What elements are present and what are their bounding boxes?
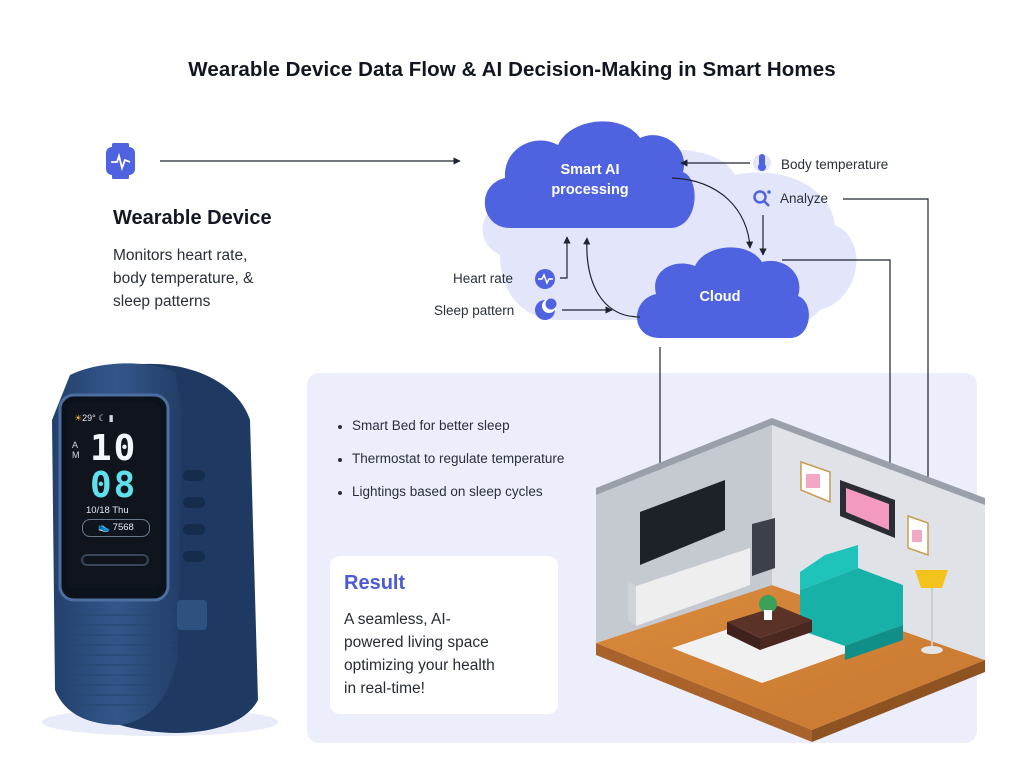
sleep-moon-icon [535,298,557,320]
smart-home-room-illustration [596,418,985,742]
band-ampm-m: M [72,450,80,460]
list-item: Lightings based on sleep cycles [336,482,564,515]
band-date: 10/18 Thu [86,505,129,516]
band-weather: ☀29° ☾ ▮ [74,413,114,423]
wearable-description-line: body temperature, & [113,270,254,287]
list-item: Smart Bed for better sleep [336,416,564,449]
wearable-description-line: Monitors heart rate, [113,247,248,264]
analyze-icon [753,190,771,207]
heart-rate-icon [535,269,555,289]
wearable-title: Wearable Device [113,207,272,229]
analyze-label: Analyze [780,191,829,206]
body-temperature-label: Body temperature [781,157,889,172]
heart-rate-label: Heart rate [453,271,514,286]
thermometer-icon [753,154,771,172]
result-text-line: A seamless, AI- [344,611,451,628]
flow-connectors [160,157,932,551]
band-ampm: A M [72,440,80,460]
sleep-pattern-label: Sleep pattern [434,303,515,318]
result-text-line: optimizing your health [344,657,495,674]
band-minute: 08 [90,465,138,506]
list-item: Thermostat to regulate temperature [336,449,564,482]
sun-icon: ☀ [74,413,83,423]
ai-processing-cloud [484,121,695,228]
smartwatch-icon [106,143,135,179]
result-text-line: in real-time! [344,680,425,697]
result-title: Result [344,572,406,594]
result-card: Result A seamless, AI- powered living sp… [330,556,558,714]
band-hour: 10 [90,428,138,469]
band-ampm-a: A [72,440,79,450]
band-steps: 👟 7568 [82,519,150,537]
page-title: Wearable Device Data Flow & AI Decision-… [188,58,836,81]
fitness-band-illustration [42,363,278,736]
status-icons: ☾ ▮ [98,413,114,423]
cloud-node [636,247,809,338]
wearable-description-line: sleep patterns [113,293,211,310]
result-text-line: powered living space [344,634,489,651]
shoe-icon: 👟 [98,522,111,533]
smart-home-outputs-list: Smart Bed for better sleep Thermostat to… [336,416,564,515]
cloud-label: Cloud [699,289,741,305]
ai-processing-label: Smart AI processing [551,162,629,198]
